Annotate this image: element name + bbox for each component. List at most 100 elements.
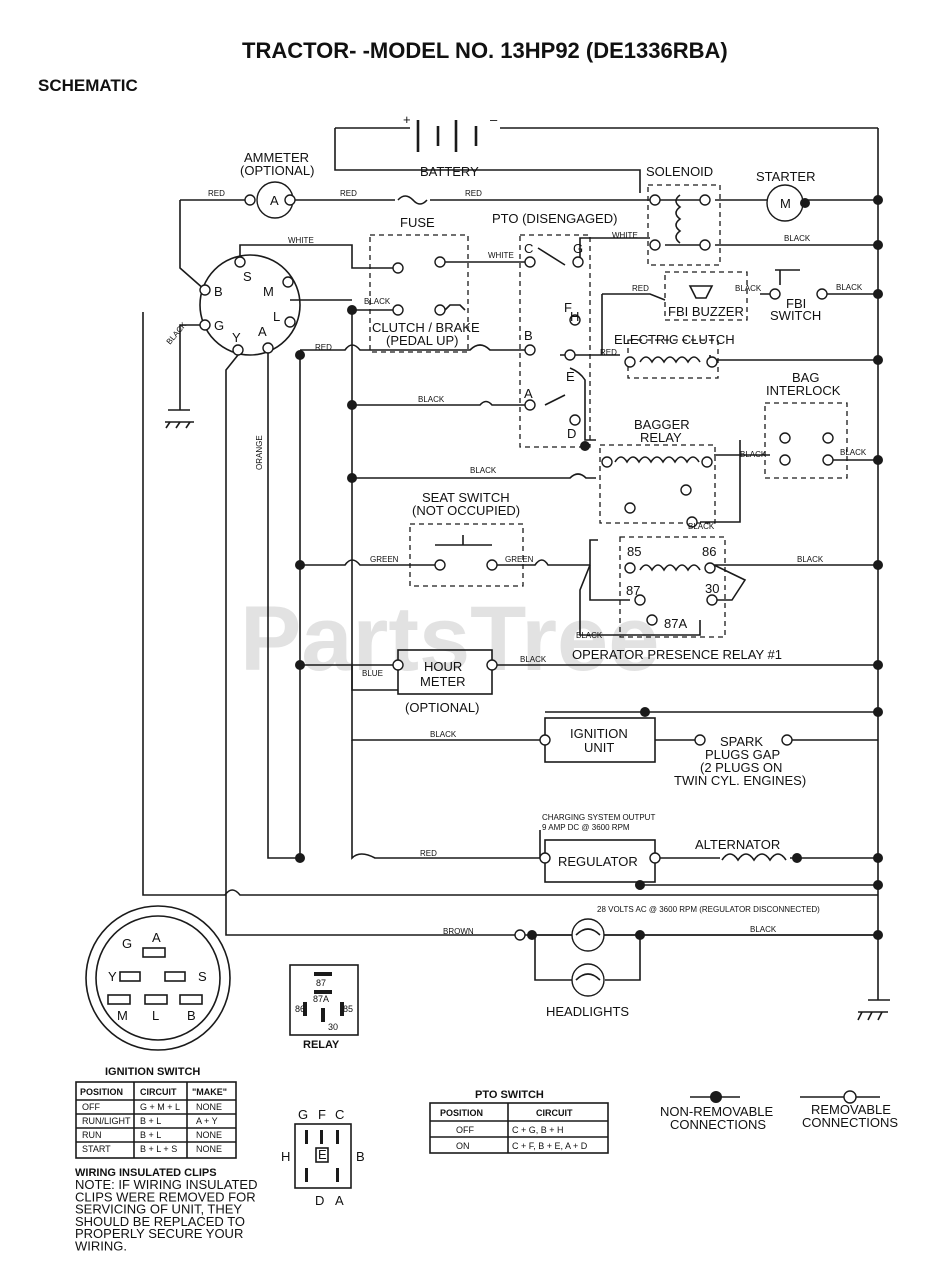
charging-label-1: CHARGING SYSTEM OUTPUT [542,813,655,822]
non-removable-connections [295,195,883,940]
spark-label-2: PLUGS GAP [705,747,780,762]
bag-interlock-label: BAG [792,370,819,385]
ign-cell-make: NONE [196,1130,222,1140]
hour-meter-label: HOUR [424,659,462,674]
ign-terminal-l: L [273,309,280,324]
ign-header-circuit: CIRCUIT [140,1087,177,1097]
clips-note-line: SERVICING OF UNIT, THEY [75,1202,242,1217]
relay-terminal-87: 87 [626,583,640,598]
alternator-label: ALTERNATOR [695,837,780,852]
pto-header-circuit: CIRCUIT [536,1108,573,1118]
legend-removable: REMOVABLE [811,1102,891,1117]
legend-non-removable-sub: CONNECTIONS [670,1117,766,1132]
ignition-switch-diagram: A G Y S M L B [85,905,231,1051]
ignition-unit-label: IGNITION [570,726,628,741]
hour-meter-box [397,649,493,695]
clips-note-line: WIRING. [75,1239,127,1254]
wire-black: BLACK [430,730,457,739]
ign-cell-position: RUN [82,1130,102,1140]
fbi-switch-label: FBI [786,296,806,311]
wire-black: BLACK [520,655,547,664]
alternator-coil [721,853,787,862]
ign-cell-make: NONE [196,1144,222,1154]
wire-black: BLACK [688,522,715,531]
pto-table-title: PTO SWITCH [475,1089,544,1101]
charging-label-2: 9 AMP DC @ 3600 RPM [542,823,630,832]
operator-relay-box [619,536,726,638]
ign-cell-make: NONE [196,1102,222,1112]
wire-black: BLACK [797,555,824,564]
ign-diagram-g: G [122,936,132,951]
pto-cell-position: ON [456,1141,470,1151]
wire-red: RED [208,189,225,198]
wire-black: BLACK [364,297,391,306]
fbi-buzzer-box [664,271,748,321]
pto-cell-circuit: C + G, B + H [512,1125,564,1135]
ign-terminal-b: B [214,284,223,299]
legend-filled-dot [710,1091,722,1103]
spark-label-3: (2 PLUGS ON [700,760,782,775]
wire-green: GREEN [505,555,534,564]
ign-cell-circuit: G + M + L [140,1102,180,1112]
relay-diagram: 87 87A 86 85 30 RELAY [289,964,359,1051]
wire-white: WHITE [612,231,638,240]
wires [142,120,890,1021]
wire-black: BLACK [165,320,189,346]
wire-red: RED [632,284,649,293]
wire-black: BLACK [735,284,762,293]
pto-label: PTO (DISENGAGED) [492,211,617,226]
clutch-brake-sub: (PEDAL UP) [386,333,458,348]
ign-diagram-y: Y [108,969,117,984]
seat-switch-box [409,523,524,587]
volts-note: 28 VOLTS AC @ 3600 RPM (REGULATOR DISCON… [597,905,820,914]
ign-terminal-y: Y [232,330,241,345]
wire-red: RED [420,849,437,858]
ign-cell-make: A + Y [196,1116,218,1126]
solenoid-coil [675,194,682,244]
bagger-relay-box [599,444,716,524]
ign-diagram-l: L [152,1008,159,1023]
ign-cell-circuit: B + L + S [140,1144,177,1154]
ign-header-make: "MAKE" [192,1087,227,1097]
headlight-bulb [571,918,605,952]
ign-cell-position: OFF [82,1102,100,1112]
wire-orange: ORANGE [255,435,264,470]
wire-black: BLACK [740,450,767,459]
wire-black: BLACK [470,466,497,475]
pto-terminal-a: A [524,386,533,401]
wire-white: WHITE [488,251,514,260]
ign-terminal-m: M [263,284,274,299]
pto-terminal-d: D [567,426,576,441]
ammeter-label: AMMETER [244,150,309,165]
pto-box [519,234,591,448]
pto-diagram-b: B [356,1149,365,1164]
wire-red: RED [600,348,617,357]
battery-plus: + [403,112,411,127]
pto-terminal-c: C [524,241,533,256]
pto-cell-position: OFF [456,1125,474,1135]
relay-pin-87a: 87A [313,994,329,1004]
ign-header-position: POSITION [80,1087,123,1097]
battery-minus: – [490,112,498,127]
bag-interlock-box [764,402,848,479]
battery-label: BATTERY [420,164,479,179]
pto-diagram-e: E [318,1147,327,1162]
bag-interlock-sub: INTERLOCK [766,383,841,398]
relay-terminal-87a: 87A [664,616,687,631]
wire-black: BLACK [418,395,445,404]
page-subtitle: SCHEMATIC [38,76,138,95]
operator-relay-label: OPERATOR PRESENCE RELAY #1 [572,647,782,662]
fbi-switch-sub: SWITCH [770,308,821,323]
clutch-brake-label: CLUTCH / BRAKE [372,320,480,335]
electric-clutch-label: ELECTRIC CLUTCH [614,332,735,347]
bagger-relay-sub: RELAY [640,430,682,445]
ignition-table-title: IGNITION SWITCH [105,1066,200,1078]
ign-diagram-b: B [187,1008,196,1023]
clips-note-line: CLIPS WERE REMOVED FOR [75,1189,256,1204]
relay-terminal-30: 30 [705,581,719,596]
wire-black: BLACK [836,283,863,292]
wire-black: BLACK [840,448,867,457]
wire-green: GREEN [370,555,399,564]
legend: NON-REMOVABLE CONNECTIONS REMOVABLE CONN… [660,1090,898,1132]
